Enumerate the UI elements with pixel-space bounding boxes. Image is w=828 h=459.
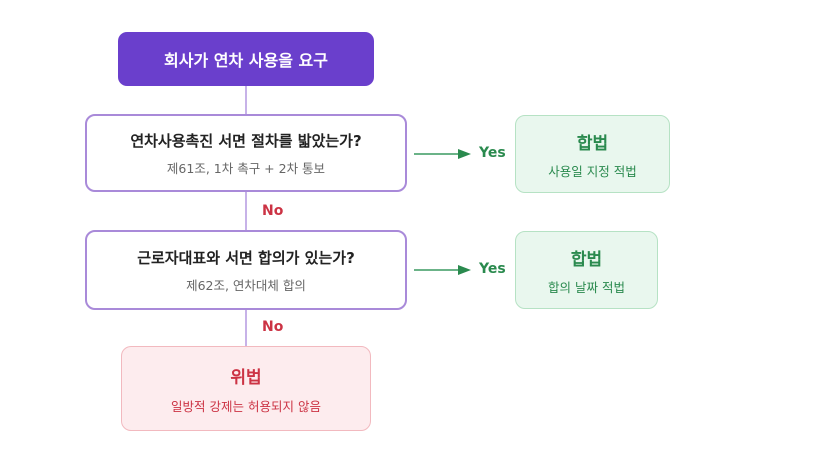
yes-arrow-1 — [414, 149, 471, 159]
start-label: 회사가 연차 사용을 요구 — [164, 51, 328, 70]
decision-1-question: 연차사용촉진 서면 절차를 밟았는가? — [130, 131, 362, 150]
legal-outcome-2: 합법 합의 날짜 적법 — [515, 231, 658, 309]
legal-2-title: 합법 — [570, 249, 603, 270]
yes-arrow-2 — [414, 265, 471, 275]
no-label-1: No — [262, 203, 284, 219]
decision-1-note: 제61조, 1차 촉구 + 2차 통보 — [166, 160, 326, 176]
connector-q2-to-illegal — [245, 310, 247, 346]
illegal-outcome: 위법 일방적 강제는 허용되지 않음 — [121, 346, 371, 431]
decision-2-note: 제62조, 연차대체 합의 — [186, 277, 306, 293]
legal-1-title: 합법 — [576, 133, 609, 154]
yes-label-2: Yes — [479, 261, 506, 277]
start-node: 회사가 연차 사용을 요구 — [118, 32, 374, 86]
decision-node-1: 연차사용촉진 서면 절차를 밟았는가? 제61조, 1차 촉구 + 2차 통보 — [85, 114, 407, 192]
no-label-2: No — [262, 319, 284, 335]
illegal-subtitle: 일방적 강제는 허용되지 않음 — [171, 398, 321, 414]
legal-2-subtitle: 합의 날짜 적법 — [548, 279, 625, 295]
connector-q1-to-q2 — [245, 192, 247, 230]
legal-1-subtitle: 사용일 지정 적법 — [548, 163, 637, 179]
decision-node-2: 근로자대표와 서면 합의가 있는가? 제62조, 연차대체 합의 — [85, 230, 407, 310]
legal-outcome-1: 합법 사용일 지정 적법 — [515, 115, 670, 193]
illegal-title: 위법 — [230, 367, 262, 388]
decision-2-question: 근로자대표와 서면 합의가 있는가? — [137, 248, 355, 267]
connector-start-to-q1 — [245, 86, 247, 114]
yes-label-1: Yes — [479, 145, 506, 161]
